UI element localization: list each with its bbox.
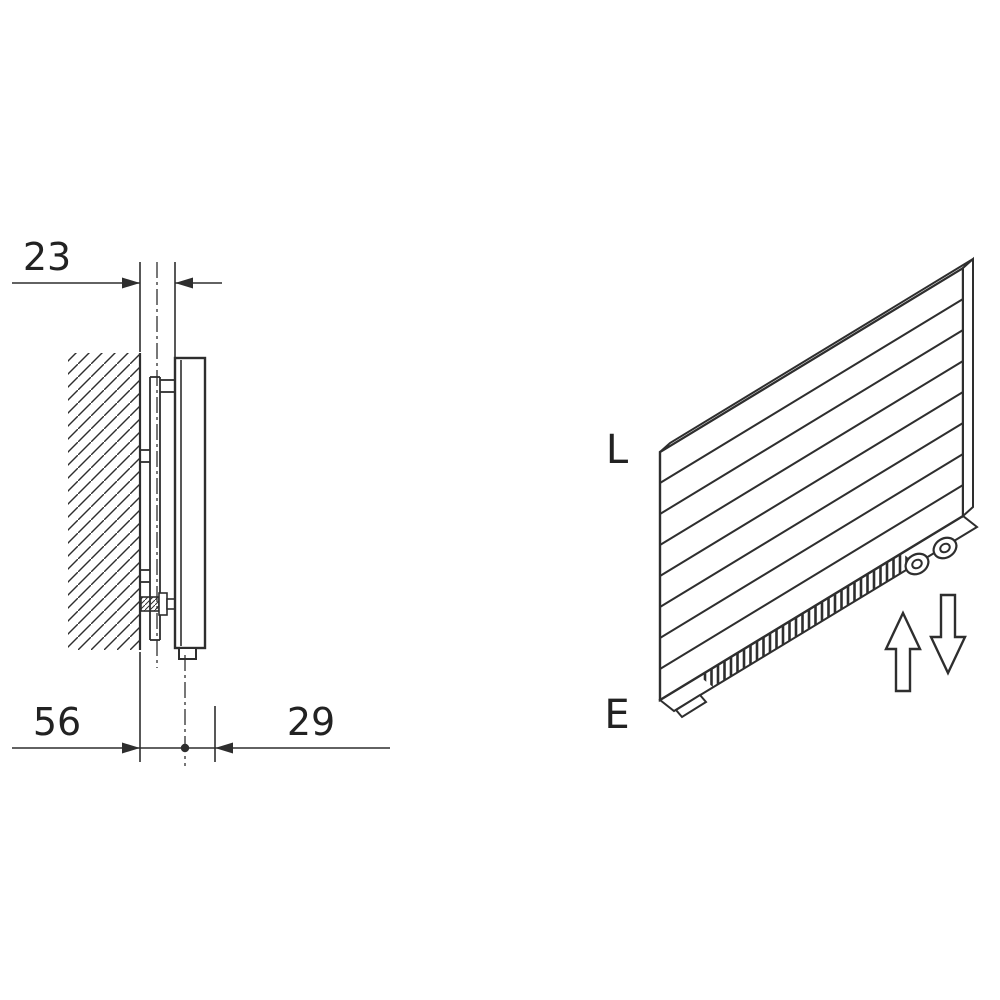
slat-lines <box>659 298 964 670</box>
arrowhead-right-icon <box>122 742 140 754</box>
panel-foot <box>178 647 197 660</box>
dim-label-23: 23 <box>23 235 71 279</box>
flow-down-arrow-icon <box>929 593 967 676</box>
radiator-front-face <box>658 265 965 703</box>
arrowhead-right-icon <box>122 277 140 289</box>
arrowhead-left-icon <box>215 742 233 754</box>
dimension-23 <box>12 262 222 357</box>
convector-fins <box>699 553 916 687</box>
wall-hatch <box>68 353 140 650</box>
radiator-right-edge <box>962 256 974 519</box>
arrowhead-left-icon <box>175 277 193 289</box>
mounting-bracket <box>140 376 175 641</box>
port-label-E: E <box>604 692 629 738</box>
fixing-screw <box>140 592 176 616</box>
dimension-dot <box>180 743 190 753</box>
dim-label-29: 29 <box>287 700 335 744</box>
radiator-foot <box>674 693 708 719</box>
flow-up-arrow-icon <box>884 610 922 693</box>
side-view: 23 56 29 <box>12 235 390 766</box>
perspective-view: L E <box>604 256 979 738</box>
dimension-56-29 <box>12 652 390 766</box>
dim-label-56: 56 <box>33 700 81 744</box>
port-label-L: L <box>606 427 629 473</box>
connection-ports <box>904 536 958 576</box>
radiator-panel-side <box>173 356 207 660</box>
